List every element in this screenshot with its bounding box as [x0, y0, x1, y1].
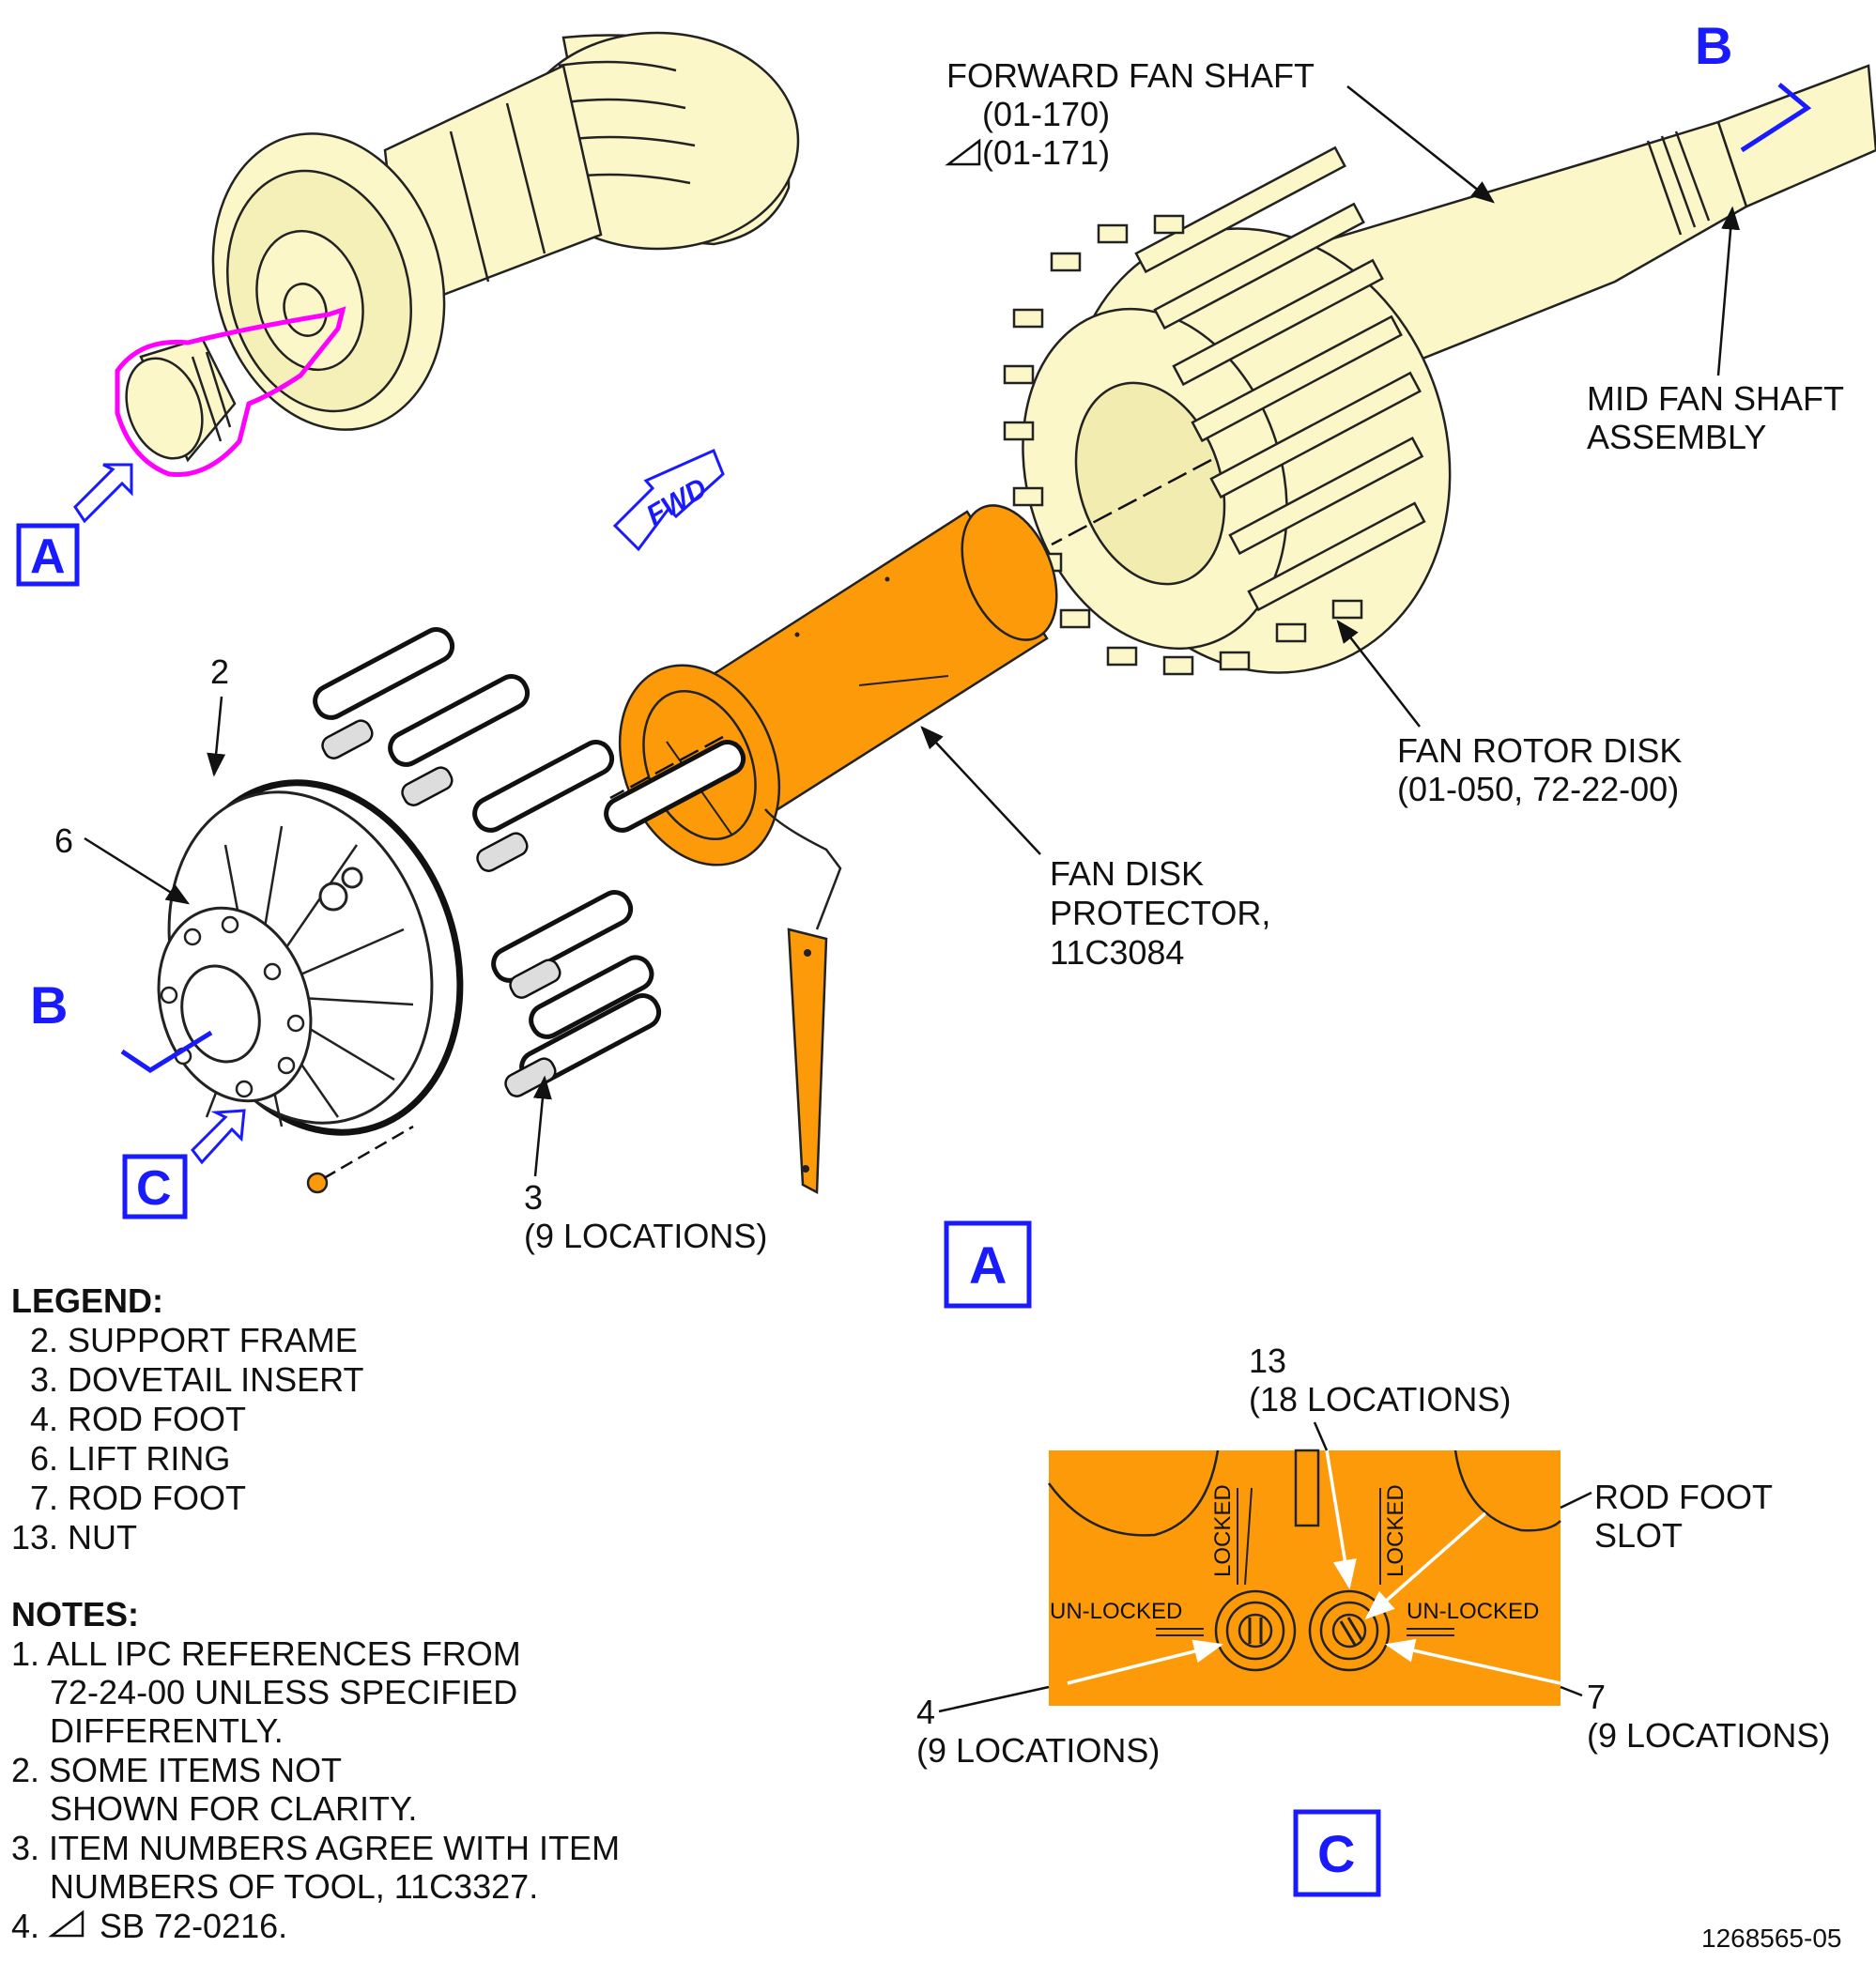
note-line: SB 72-0216. [100, 1907, 287, 1945]
svg-text:3: 3 [524, 1178, 543, 1217]
svg-text:ROD FOOT: ROD FOOT [1594, 1478, 1773, 1516]
note-line: 2. SOME ITEMS NOT [11, 1751, 342, 1789]
callout-mid-fan-shaft: MID FAN SHAFT ASSEMBLY [1587, 206, 1844, 456]
svg-text:13: 13 [1249, 1342, 1286, 1380]
callout-item-3: 3 (9 LOCATIONS) [524, 1075, 767, 1255]
callout-fan-disk-protector: FAN DISK PROTECTOR, 11C3084 [920, 726, 1270, 972]
legend-item: 4. ROD FOOT [30, 1400, 246, 1438]
svg-text:(18 LOCATIONS): (18 LOCATIONS) [1249, 1380, 1511, 1419]
view-c-box [122, 1154, 188, 1219]
note-line: NUMBERS OF TOOL, 11C3327. [50, 1867, 538, 1906]
section-b-left-letter: B [30, 975, 68, 1035]
svg-text:(01-170): (01-170) [982, 95, 1110, 133]
support-frame-drawing [157, 627, 746, 1194]
highlight-outline [115, 306, 346, 478]
forward-shaft-upper-drawing [115, 31, 800, 478]
note-line: 72-24-00 UNLESS SPECIFIED [50, 1673, 517, 1711]
svg-text:4: 4 [916, 1693, 935, 1731]
callout-item-4: 4 (9 LOCATIONS) [916, 1685, 1160, 1770]
svg-text:FAN ROTOR DISK: FAN ROTOR DISK [1397, 731, 1682, 770]
legend-title: LEGEND: [11, 1281, 163, 1320]
svg-text:11C3084: 11C3084 [1050, 933, 1184, 972]
view-a-arrow [73, 463, 133, 524]
nut-13-part [306, 1172, 329, 1194]
legend-item: 6. LIFT RING [30, 1439, 230, 1478]
notes-title: NOTES: [11, 1595, 139, 1633]
svg-text:(01-050, 72-22-00): (01-050, 72-22-00) [1397, 770, 1679, 808]
fan-disk-protector-drawing [618, 504, 1058, 1195]
assembly-centreline-lower [609, 735, 724, 800]
legend: LEGEND: 2. SUPPORT FRAME 3. DOVETAIL INS… [11, 1281, 363, 1557]
svg-text:SLOT: SLOT [1594, 1516, 1683, 1555]
locked-label-left: LOCKED [1210, 1484, 1236, 1577]
note-line: 3. ITEM NUMBERS AGREE WITH ITEM [11, 1829, 620, 1867]
svg-text:(9 LOCATIONS): (9 LOCATIONS) [1587, 1716, 1830, 1755]
section-c-box [1293, 1809, 1381, 1897]
fan-rotor-disk-drawing [1003, 64, 1876, 676]
svg-text:(9 LOCATIONS): (9 LOCATIONS) [524, 1217, 767, 1255]
revision-triangle [945, 138, 981, 166]
section-a-box [944, 1220, 1032, 1309]
legend-item: 13. NUT [11, 1518, 137, 1557]
note-line: DIFFERENTLY. [50, 1711, 284, 1750]
view-c-arrow [191, 1109, 246, 1165]
svg-text:ASSEMBLY: ASSEMBLY [1587, 418, 1766, 456]
callout-forward-fan-shaft: FORWARD FAN SHAFT (01-170) (01-171) [945, 56, 1495, 204]
legend-item: 7. ROD FOOT [30, 1479, 246, 1517]
svg-text:(9 LOCATIONS): (9 LOCATIONS) [916, 1731, 1160, 1770]
unlocked-label-left: UN-LOCKED [1050, 1599, 1182, 1624]
callout-item-6: 6 [54, 821, 191, 905]
svg-text:7: 7 [1587, 1678, 1606, 1716]
section-b-arrow-left [120, 1030, 213, 1073]
section-c-letter: C [1317, 1824, 1355, 1883]
note-line: 4. [11, 1907, 39, 1945]
svg-text:FORWARD FAN SHAFT: FORWARD FAN SHAFT [946, 56, 1315, 95]
section-a-letter: A [969, 1235, 1007, 1295]
callout-rod-foot-slot: ROD FOOT SLOT [1560, 1478, 1773, 1555]
svg-text:6: 6 [54, 821, 73, 860]
svg-text:PROTECTOR,: PROTECTOR, [1050, 894, 1270, 932]
note-line: 1. ALL IPC REFERENCES FROM [11, 1634, 521, 1673]
callout-item-7: 7 (9 LOCATIONS) [1560, 1678, 1830, 1755]
legend-item: 2. SUPPORT FRAME [30, 1321, 358, 1359]
callout-item-13: 13 (18 LOCATIONS) [1249, 1342, 1511, 1451]
unlocked-label-right: UN-LOCKED [1407, 1599, 1539, 1624]
callout-fan-rotor-disk: FAN ROTOR DISK (01-050, 72-22-00) [1336, 620, 1682, 808]
locked-label-right: LOCKED [1383, 1484, 1408, 1577]
legend-item: 3. DOVETAIL INSERT [30, 1360, 363, 1399]
svg-text:FAN DISK: FAN DISK [1050, 854, 1204, 893]
assembly-centreline-upper [1051, 458, 1212, 546]
detail-c-view: LOCKED LOCKED UN-LOCKED UN-LOCKED [1047, 1449, 1561, 1706]
section-b-top-letter: B [1695, 16, 1732, 75]
figure-id: 1268565-05 [1701, 1924, 1841, 1953]
svg-text:2: 2 [210, 652, 229, 691]
section-b-arrow-top [1740, 83, 1812, 153]
view-a-letter: A [30, 529, 66, 584]
callout-item-2: 2 [207, 652, 229, 777]
svg-text:MID FAN SHAFT: MID FAN SHAFT [1587, 379, 1844, 418]
view-a-box [16, 523, 80, 587]
revision-triangle [48, 1909, 85, 1938]
view-c-letter: C [136, 1161, 172, 1216]
notes: NOTES: 1. ALL IPC REFERENCES FROM 72-24-… [11, 1595, 620, 1945]
note-line: SHOWN FOR CLARITY. [50, 1789, 417, 1828]
fwd-arrow: FWD [612, 448, 725, 552]
svg-text:(01-171): (01-171) [982, 133, 1110, 172]
